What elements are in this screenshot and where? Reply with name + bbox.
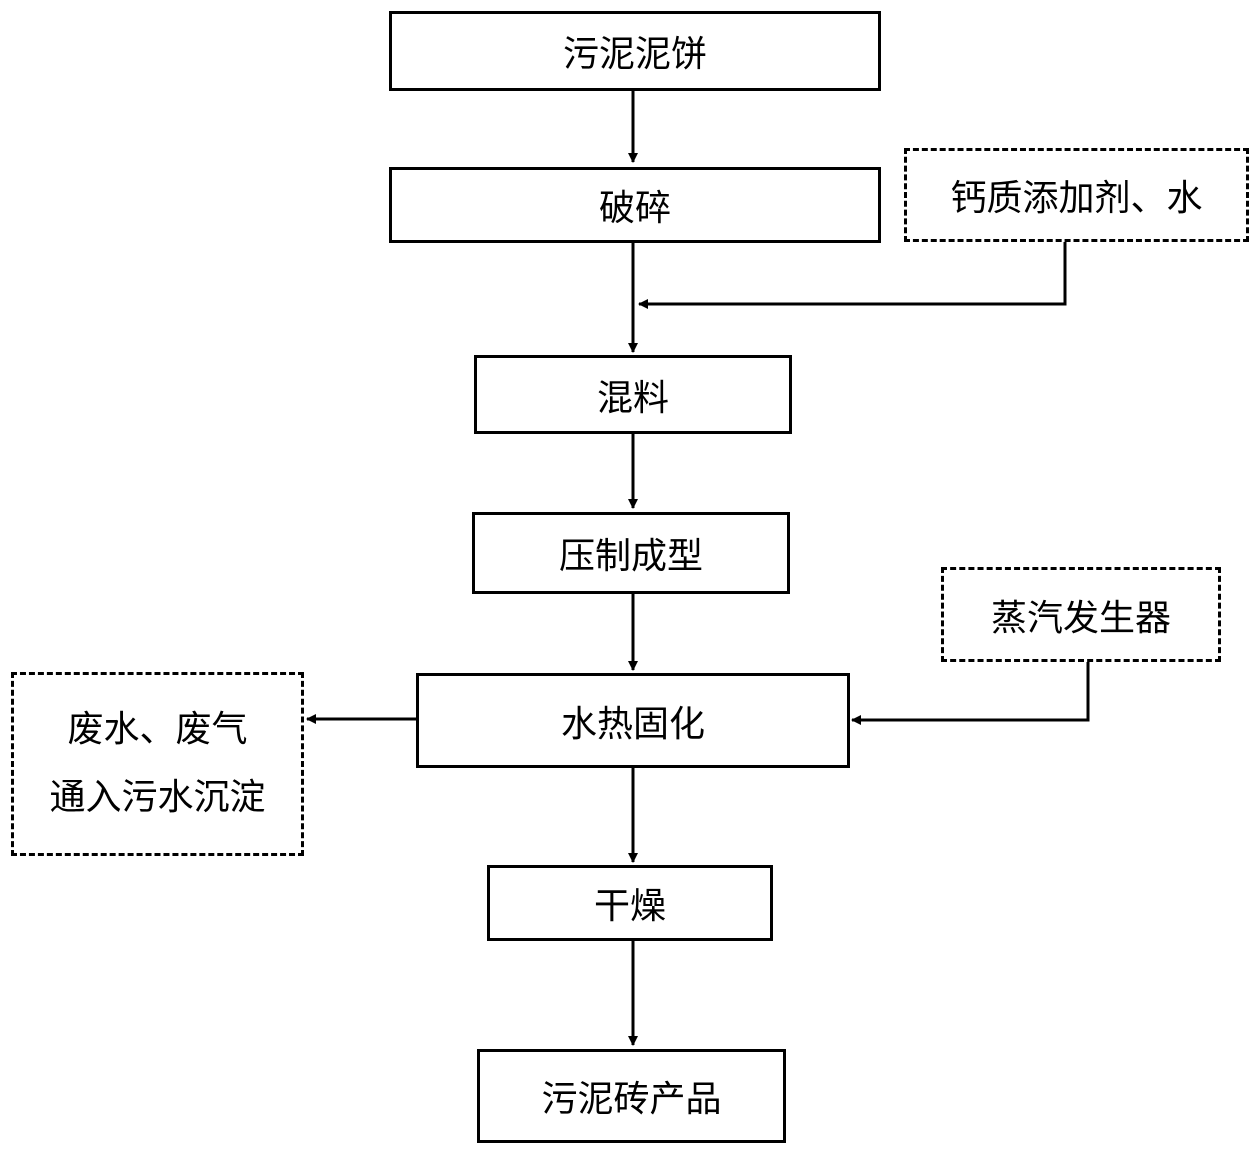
step-crushing: 破碎 <box>389 167 881 243</box>
arrow-steam-input <box>851 661 1090 725</box>
input-calcium-additive-water-label: 钙质添加剂、水 <box>950 178 1203 219</box>
step-crushing-label: 破碎 <box>598 188 671 229</box>
step-mixing-label: 混料 <box>596 377 669 419</box>
step-sludge-brick-product: 污泥砖产品 <box>477 1049 786 1143</box>
step-hydrothermal-curing-label: 水热固化 <box>560 703 705 745</box>
output-waste-line2: 通入污水沉淀 <box>49 777 266 818</box>
step-press-forming: 压制成型 <box>472 512 790 594</box>
step-drying: 干燥 <box>487 865 773 941</box>
output-waste-line1: 废水、废气 <box>67 708 248 750</box>
step-press-forming-label: 压制成型 <box>558 536 703 577</box>
input-calcium-additive-water: 钙质添加剂、水 <box>904 148 1249 242</box>
step-sludge-cake-label: 污泥泥饼 <box>562 34 707 75</box>
step-mixing: 混料 <box>474 355 792 434</box>
step-drying-label: 干燥 <box>593 886 666 927</box>
arrow-additive-input <box>638 242 1067 309</box>
input-steam-generator: 蒸汽发生器 <box>941 567 1221 662</box>
input-steam-generator-label: 蒸汽发生器 <box>990 597 1171 639</box>
step-sludge-brick-product-label: 污泥砖产品 <box>541 1079 722 1120</box>
step-hydrothermal-curing: 水热固化 <box>416 673 850 768</box>
step-sludge-cake: 污泥泥饼 <box>389 11 881 91</box>
output-waste-water-gas: 废水、废气 通入污水沉淀 <box>11 672 304 856</box>
